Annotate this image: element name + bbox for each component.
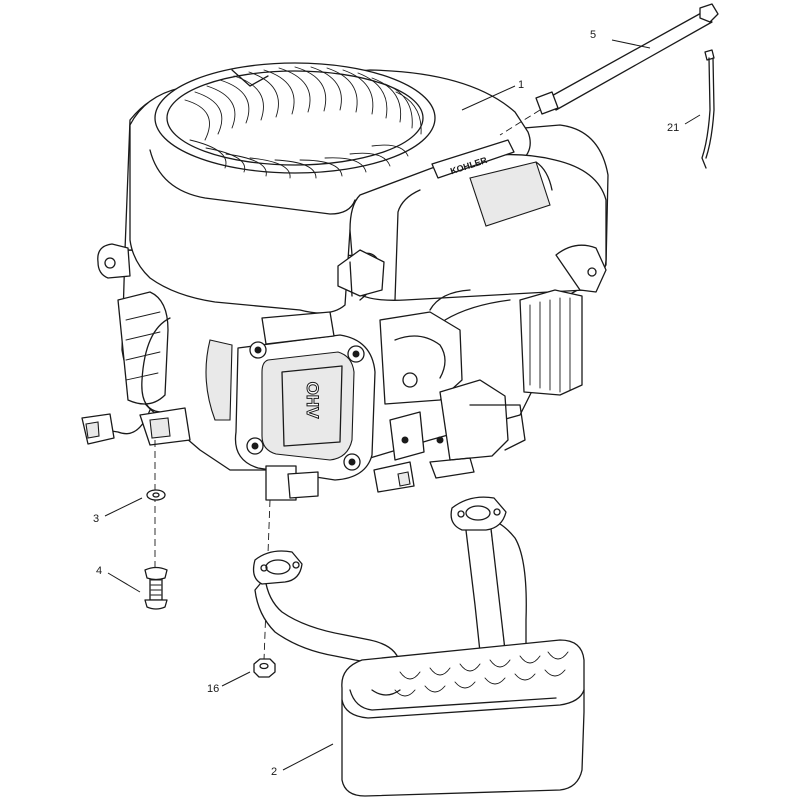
- valve-cover-label: OHV: [303, 382, 322, 420]
- nut: [253, 658, 276, 678]
- valve-cover: OHV: [234, 311, 376, 481]
- callout-21: 21: [667, 122, 679, 134]
- washer: [146, 489, 166, 501]
- callout-4: 4: [96, 565, 102, 577]
- callout-5: 5: [590, 29, 596, 41]
- callout-2: 2: [271, 766, 277, 778]
- linkage: [337, 249, 526, 493]
- callout-3: 3: [93, 513, 99, 525]
- muffler: [252, 496, 585, 797]
- rotating-screen: [154, 62, 436, 179]
- leader-lines: [104, 39, 701, 771]
- callout-1: 1: [518, 79, 524, 91]
- dipstick-tube: [499, 3, 719, 136]
- engine: KOHLER: [81, 62, 609, 501]
- bolt: [144, 566, 168, 610]
- callout-16: 16: [207, 683, 219, 695]
- cable-tie: [701, 49, 715, 169]
